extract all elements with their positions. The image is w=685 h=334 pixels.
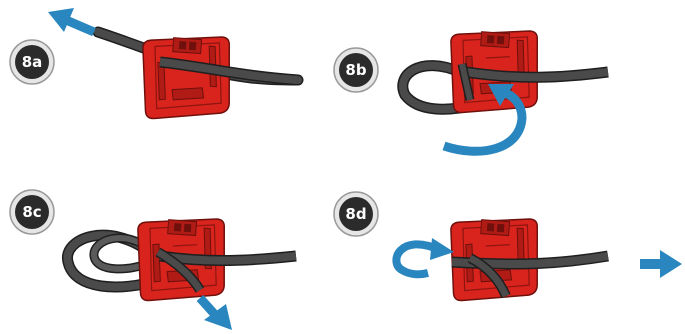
step-badge-8d: 8d [333, 191, 379, 237]
arrow-8b [442, 84, 527, 156]
strap-8d [451, 250, 609, 299]
strap-loop-8b [397, 60, 480, 115]
strap-tail-8c [155, 247, 297, 293]
step-label-8c: 8c [22, 203, 41, 221]
panel-8b: 8b [333, 24, 609, 156]
rotate-arrow-8d [392, 238, 454, 279]
panel-8d: 8d [333, 191, 682, 307]
step-badge-8b: 8b [333, 47, 379, 93]
strap-loops-8c [62, 229, 162, 293]
strap-over-8a [159, 56, 299, 86]
step-badge-8a: 8a [9, 39, 55, 85]
panel-8c: 8c [9, 189, 297, 330]
arrow-8a [48, 8, 96, 37]
step-label-8d: 8d [345, 205, 366, 223]
step-badge-8c: 8c [9, 189, 55, 235]
panel-8a: 8a [9, 8, 304, 125]
step-label-8b: 8b [345, 61, 366, 79]
arrow-8c [196, 294, 232, 330]
strap-tail-8b [457, 63, 609, 101]
step-label-8a: 8a [22, 53, 43, 71]
right-arrow-8d [640, 250, 682, 278]
sensor-holder-8a [137, 30, 235, 125]
